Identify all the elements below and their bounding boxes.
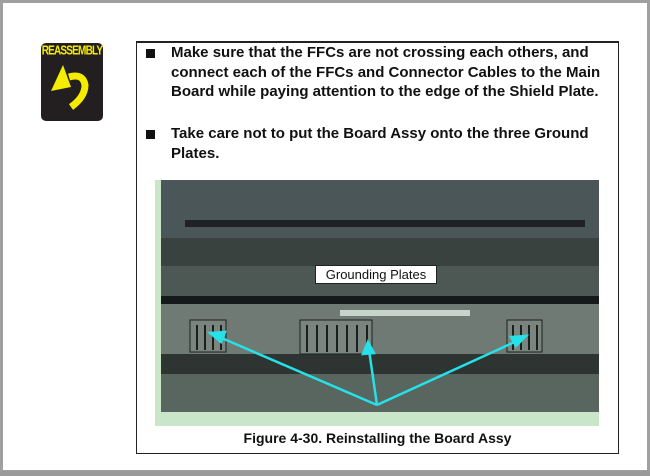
bullet-icon xyxy=(146,130,155,139)
instruction-box: Make sure that the FFCs are not crossing… xyxy=(136,41,619,454)
reassembly-badge: REASSEMBLY xyxy=(41,43,103,121)
document-page: REASSEMBLY Make sure that the FFCs are n… xyxy=(3,3,647,470)
grounding-plates-callout: Grounding Plates xyxy=(315,265,437,284)
instruction-text: Make sure that the FFCs are not crossing… xyxy=(171,44,601,100)
reassembly-arrow-icon xyxy=(51,65,89,110)
instruction-text: Take care not to put the Board Assy onto… xyxy=(171,125,589,162)
page-bottom-border xyxy=(0,471,650,476)
bullet-icon xyxy=(146,49,155,58)
figure-caption: Figure 4-30. Reinstalling the Board Assy xyxy=(243,430,512,446)
reassembly-label: REASSEMBLY xyxy=(41,44,103,59)
board-assy-photo xyxy=(155,180,599,426)
callout-arrows xyxy=(206,330,530,407)
